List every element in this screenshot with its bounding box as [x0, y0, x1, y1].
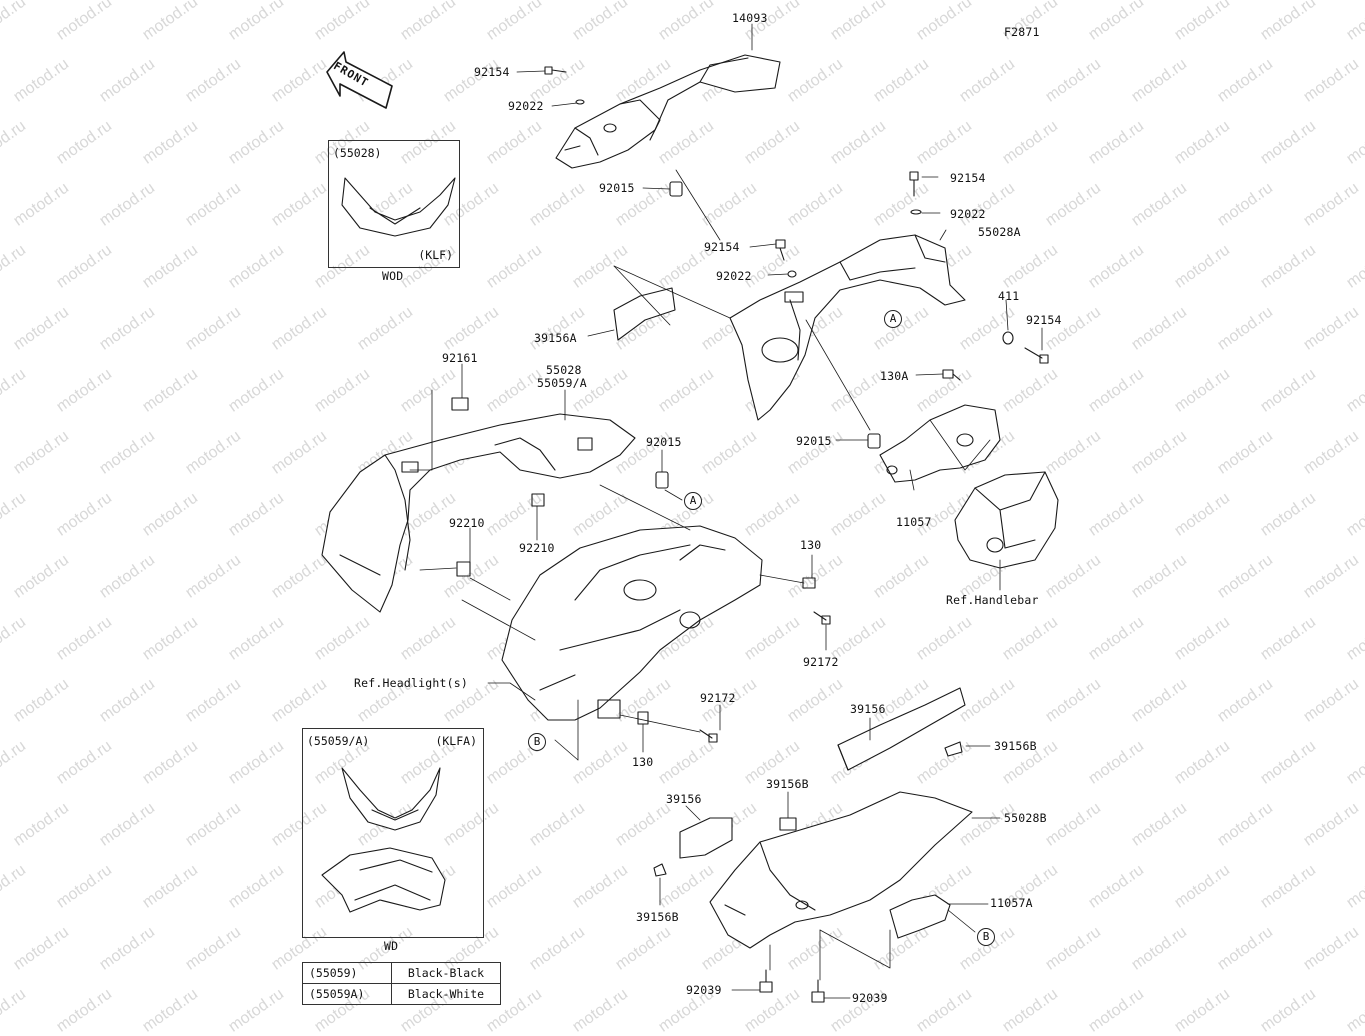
legend-code: (55059): [302, 962, 392, 984]
part-label: 55028: [546, 363, 582, 377]
inset-bottom-caption: WD: [384, 939, 399, 953]
washer-92022-right-icon: [910, 209, 922, 215]
handlebar-clamp-shape: [954, 471, 1059, 569]
part-label: 92161: [442, 351, 478, 365]
callout-a: A: [884, 310, 902, 328]
color-legend-table: (55059) Black-Black (55059A) Black-White: [302, 962, 501, 1005]
part-39156B-center-icon: [779, 817, 797, 831]
part-label: 39156: [666, 792, 702, 806]
part-label: 14093: [732, 11, 768, 25]
part-39156B-right-icon: [944, 741, 963, 757]
inset-top-code: (55028): [333, 146, 382, 160]
inset-top-drawing: [341, 177, 456, 237]
callout-a: A: [684, 492, 702, 510]
washer-92022-top-icon: [575, 99, 585, 105]
part-label: 92022: [716, 269, 752, 283]
inset-bottom-code: (55059/A): [307, 734, 370, 748]
screw-92172-upper-icon: [813, 611, 831, 625]
part-label: 39156: [850, 702, 886, 716]
part-label: 130: [800, 538, 822, 552]
part-label: 55028A: [978, 225, 1021, 239]
part-label: 39156B: [766, 777, 809, 791]
part-55028-cowl-shape: [321, 413, 636, 613]
bolt-92154-right-icon: [909, 171, 919, 197]
clip-92210-lower-icon: [456, 561, 471, 577]
part-label: 39156B: [994, 739, 1037, 753]
part-label: 92015: [599, 181, 635, 195]
grommet-411-icon: [1002, 331, 1014, 345]
part-label: Ref.Headlight(s): [354, 676, 468, 690]
part-label: 92154: [704, 240, 740, 254]
headlight-assembly-shape: [501, 525, 763, 721]
bolt-130-lower-icon: [637, 711, 649, 725]
bolt-130A-icon: [942, 369, 961, 381]
bolt-130-upper-icon: [802, 577, 816, 589]
front-arrow-icon: [326, 51, 393, 109]
bolt-92154-far-icon: [1024, 347, 1049, 364]
bolt-92154-top-icon: [544, 66, 567, 75]
callout-b: B: [977, 928, 995, 946]
part-label: 92154: [950, 171, 986, 185]
part-11057A-shape: [889, 894, 951, 939]
inset-bottom-variant: (KLFA): [435, 734, 477, 748]
collar-92015-mid-icon: [655, 471, 669, 489]
inset-top-box: (55028) (KLF): [328, 140, 460, 268]
legend-code: (55059A): [302, 983, 392, 1005]
part-label: 92039: [686, 983, 722, 997]
part-11057-shape: [879, 404, 1001, 483]
part-label: 92210: [449, 516, 485, 530]
part-label: 92039: [852, 991, 888, 1005]
collar-92015-top-icon: [669, 181, 683, 197]
part-label: 411: [998, 289, 1020, 303]
bolt-92039-left-icon: [759, 969, 773, 993]
part-label: 92022: [950, 207, 986, 221]
part-label: 55028B: [1004, 811, 1047, 825]
inset-top-caption: WOD: [382, 269, 404, 283]
part-label: 39156A: [534, 331, 577, 345]
screw-92172-lower-icon: [699, 729, 718, 743]
part-label: 92154: [1026, 313, 1062, 327]
bolt-92154-mid-icon: [775, 239, 786, 261]
part-label: Ref.Handlebar: [946, 593, 1039, 607]
part-label: 92015: [796, 434, 832, 448]
part-39156-short-pad-shape: [679, 817, 733, 859]
leader-lines: [409, 23, 1043, 999]
clip-92210-upper-icon: [531, 493, 545, 507]
washer-92022-mid-icon: [787, 270, 797, 278]
part-14093-shape: [555, 54, 781, 169]
legend-color: Black-Black: [391, 962, 501, 984]
collar-92015-right-icon: [867, 433, 881, 449]
legend-row: (55059A) Black-White: [302, 983, 501, 1005]
inset-bottom-drawing-1: [341, 767, 441, 831]
part-label: 11057: [896, 515, 932, 529]
part-label: 130: [632, 755, 654, 769]
inset-top-variant: (KLF): [418, 248, 453, 262]
part-label: 92172: [803, 655, 839, 669]
figure-id: F2871: [1004, 25, 1040, 39]
part-label: 92210: [519, 541, 555, 555]
inset-bottom-drawing-2: [321, 847, 446, 913]
bolt-92039-right-icon: [811, 979, 825, 1003]
legend-row: (55059) Black-Black: [302, 962, 501, 984]
part-label: 92022: [508, 99, 544, 113]
part-39156B-left-icon: [653, 863, 667, 877]
part-label: 130A: [880, 369, 909, 383]
part-label: 55059/A: [537, 376, 587, 390]
callout-b: B: [528, 733, 546, 751]
part-55028A-shape: [729, 234, 966, 421]
part-39156A-shape: [613, 287, 676, 341]
part-label: 39156B: [636, 910, 679, 924]
inset-bottom-box: (55059/A) (KLFA): [302, 728, 484, 938]
part-label: 92154: [474, 65, 510, 79]
part-55028B-shape: [709, 791, 973, 949]
part-label: 92172: [700, 691, 736, 705]
part-label: 92015: [646, 435, 682, 449]
legend-color: Black-White: [391, 983, 501, 1005]
part-label: 11057A: [990, 896, 1033, 910]
part-39156-long-pad-shape: [837, 687, 966, 771]
decal-92161-icon: [451, 397, 469, 411]
